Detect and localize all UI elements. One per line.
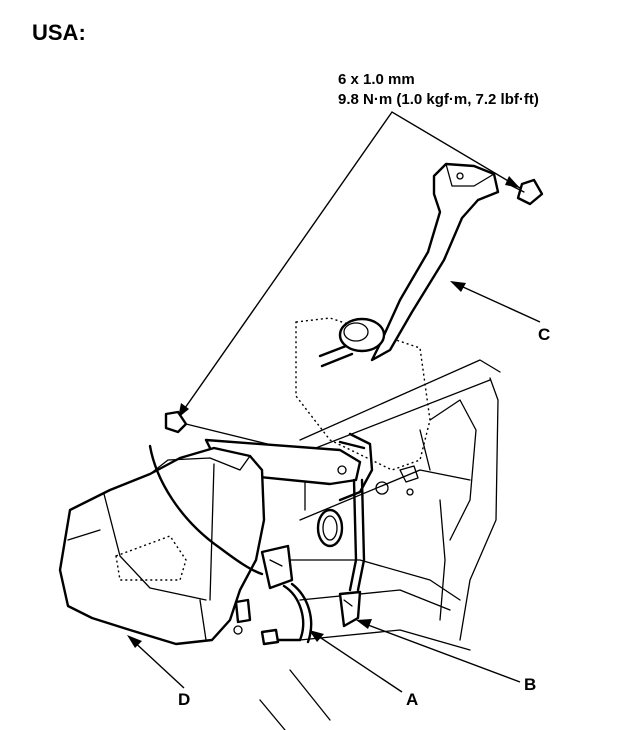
wire-harness-b (338, 478, 366, 628)
fastener-size-label: 6 x 1.0 mm (338, 71, 415, 88)
callout-label-b: B (524, 675, 536, 694)
mount-bracket-c (318, 162, 544, 368)
fastener-torque-label: 9.8 N·m (1.0 kgf·m, 7.2 lbf·ft) (338, 91, 539, 108)
spec-leader-lines (177, 111, 521, 419)
callout-label-a: A (406, 690, 418, 709)
region-label: USA: (32, 20, 86, 45)
callout-label-c: C (538, 325, 550, 344)
body-panel (259, 359, 501, 730)
callout-leaders (127, 281, 541, 693)
callout-label-d: D (178, 690, 190, 709)
clamp-bracket-a (260, 544, 313, 646)
reservoir-d (58, 444, 266, 646)
